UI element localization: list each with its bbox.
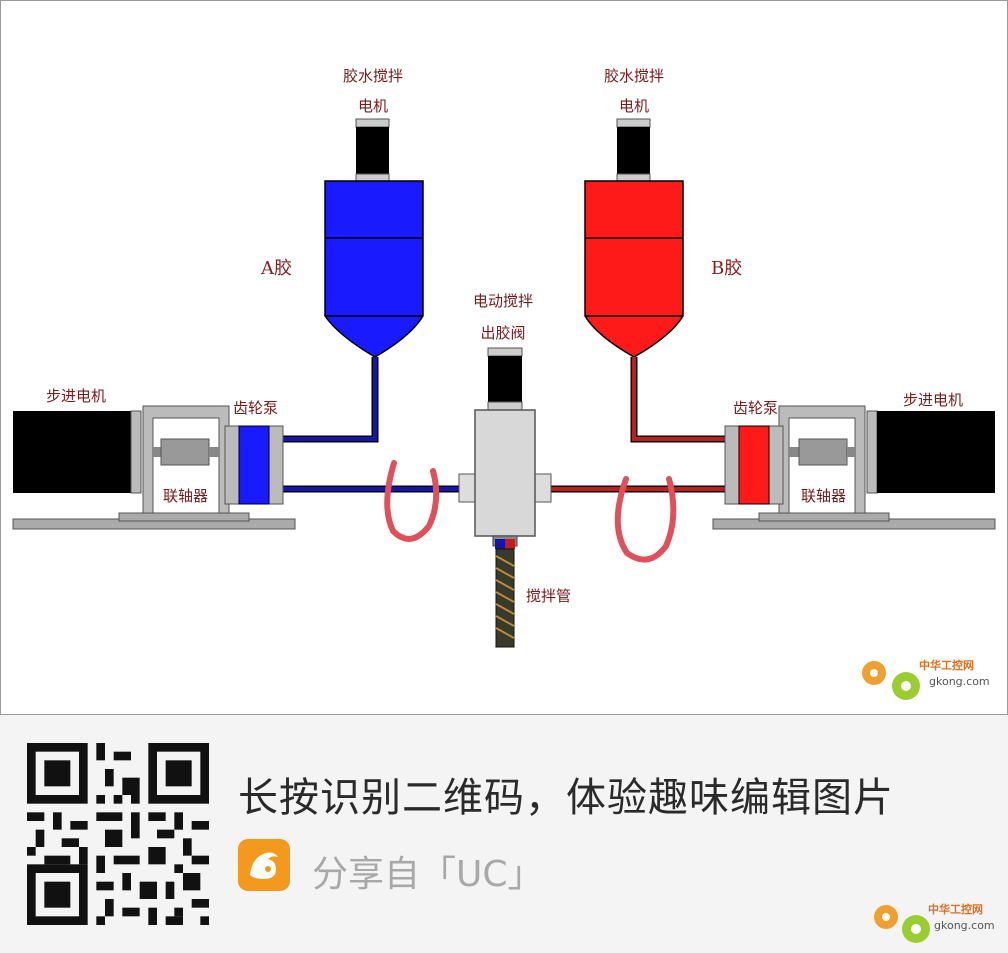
right-coupling-bracket xyxy=(778,405,866,514)
diagram-frame: 胶水搅拌 电机 A胶 胶水搅拌 电机 B胶 电动搅拌 出胶阀 xyxy=(0,0,1008,715)
pipe-b xyxy=(541,357,725,493)
right-mixer-label-1: 胶水搅拌 xyxy=(604,67,664,85)
center-motor-label-1: 电动搅拌 xyxy=(473,292,533,310)
left-coupling-bracket xyxy=(142,405,230,514)
tank-b-label: B胶 xyxy=(711,258,742,279)
left-stepper-label: 步进电机 xyxy=(46,387,106,405)
left-loop-annotation xyxy=(384,460,440,542)
watermark-brand: 中华工控网 xyxy=(919,658,974,672)
mixing-tube-label: 搅拌管 xyxy=(526,587,571,605)
right-base-plate xyxy=(712,512,996,530)
right-mixer-motor xyxy=(616,118,651,183)
tank-a-label: A胶 xyxy=(260,258,292,279)
left-stepper-motor xyxy=(13,410,142,494)
right-pump-label: 齿轮泵 xyxy=(733,399,778,417)
qr-code-icon[interactable] xyxy=(27,743,209,925)
right-gear-pump xyxy=(724,425,784,505)
left-pump-label: 齿轮泵 xyxy=(233,399,278,417)
right-loop-annotation xyxy=(614,476,677,563)
mixing-tube xyxy=(495,548,515,648)
dispensing-valve-body xyxy=(458,409,552,549)
left-base-plate xyxy=(12,512,296,530)
right-coupling-label: 联轴器 xyxy=(801,487,846,505)
footer-watermark-domain: gkong.com xyxy=(934,919,995,932)
right-mixer-label-2: 电机 xyxy=(619,97,649,115)
share-footer: 长按识别二维码，体验趣味编辑图片 分享自「UC」 中华工控网 gkong.com xyxy=(0,715,1008,953)
gkong-watermark-footer: 中华工控网 gkong.com xyxy=(874,902,995,943)
center-valve-motor xyxy=(487,347,523,411)
right-stepper-motor xyxy=(866,410,995,494)
share-title: 长按识别二维码，体验趣味编辑图片 xyxy=(238,775,894,821)
left-mixer-motor xyxy=(355,118,390,183)
glue-dispensing-diagram: 胶水搅拌 电机 A胶 胶水搅拌 电机 B胶 电动搅拌 出胶阀 xyxy=(12,67,996,700)
watermark-domain: gkong.com xyxy=(929,675,990,688)
pipe-a xyxy=(283,357,471,493)
left-gear-pump xyxy=(224,425,284,505)
share-source: 分享自「UC」 xyxy=(312,854,544,895)
gkong-watermark: 中华工控网 gkong.com xyxy=(862,658,990,700)
uc-browser-icon xyxy=(238,839,290,891)
right-stepper-label: 步进电机 xyxy=(903,391,963,409)
tank-a xyxy=(324,180,424,358)
left-mixer-label-1: 胶水搅拌 xyxy=(343,67,403,85)
center-motor-label-2: 出胶阀 xyxy=(480,324,525,342)
left-mixer-label-2: 电机 xyxy=(358,97,388,115)
tank-b xyxy=(584,180,684,358)
left-coupling-label: 联轴器 xyxy=(163,487,208,505)
footer-watermark-brand: 中华工控网 xyxy=(928,902,983,916)
